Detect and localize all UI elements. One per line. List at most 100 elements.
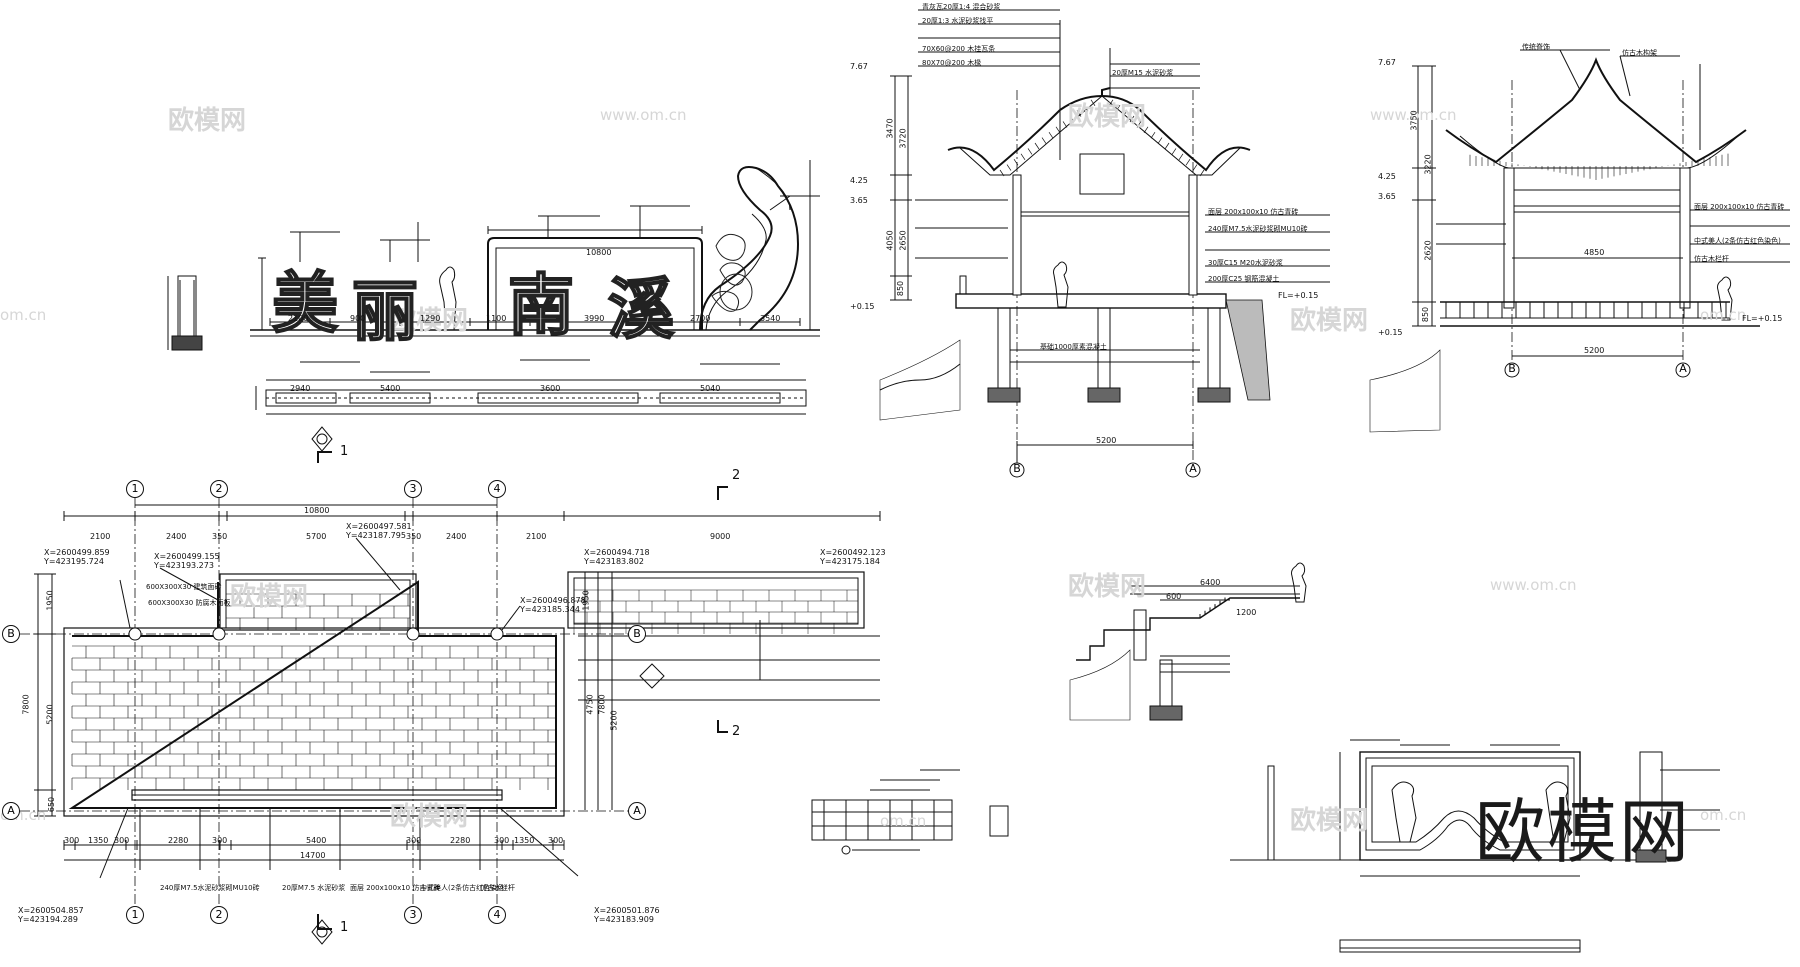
dim-text: 350 bbox=[212, 532, 228, 541]
grid-axis-1: 1 bbox=[126, 480, 144, 498]
annotation: 面层 200x100x10 仿古青砖 bbox=[350, 884, 441, 892]
watermark-url: www.om.cn bbox=[1490, 576, 1577, 594]
watermark-url: www.om.cn bbox=[600, 106, 687, 124]
annotation: 20厚M7.5 水泥砂浆 bbox=[282, 884, 346, 892]
annotation: 30厚C15 M20水泥砂浆 bbox=[1208, 259, 1283, 267]
annotation: 600X300X30 防腐木面板 bbox=[148, 599, 231, 607]
watermark-brand: 欧模网 bbox=[230, 582, 309, 612]
elevation-level: +0.15 bbox=[1378, 328, 1403, 337]
sign-character-1: 美 bbox=[271, 263, 339, 343]
section-mark-label: 2 bbox=[732, 468, 741, 483]
annotation: 青灰瓦20厚1:4 混合砂浆 bbox=[922, 3, 1001, 11]
grid-axis-3: 3 bbox=[404, 480, 422, 498]
dim-text: 2100 bbox=[526, 532, 547, 541]
step-detail bbox=[1069, 562, 1307, 721]
dim-total: 7800 bbox=[21, 694, 31, 715]
grid-axis-b: B bbox=[2, 625, 20, 643]
dim-text: 4750 bbox=[585, 694, 595, 715]
dim-text: 900 bbox=[350, 314, 366, 323]
pavilion-section-left bbox=[879, 9, 1330, 478]
dim-total: 14700 bbox=[300, 851, 326, 860]
grid-axis-a: A bbox=[1189, 462, 1197, 475]
elevation-level: 7.67 bbox=[1378, 58, 1396, 67]
section-mark-label: 1 bbox=[340, 920, 349, 935]
dim-text: 5200 bbox=[1096, 436, 1117, 445]
grid-axis-a: A bbox=[628, 802, 646, 820]
dim-text: 1290 bbox=[420, 314, 441, 323]
grid-axis-b: B bbox=[1508, 362, 1516, 375]
elevation-level: 4.25 bbox=[1378, 172, 1396, 181]
coord-label: X=2600494.718 Y=423183.802 bbox=[584, 548, 650, 566]
annotation: 面层 200x100x10 仿古青砖 bbox=[1208, 208, 1299, 216]
annotation: 200厚C25 钢筋混凝土 bbox=[1208, 275, 1280, 283]
annotation: 中式美人(2条仿古红色染色) bbox=[420, 884, 507, 892]
railing-detail bbox=[811, 769, 1009, 855]
coord-label: X=2600504.857 Y=423194.289 bbox=[18, 906, 84, 924]
dim-text: 2280 bbox=[168, 836, 189, 845]
annotation: 传统脊饰 bbox=[1522, 43, 1550, 51]
watermark-brand: 欧模网 bbox=[1068, 572, 1147, 602]
annotation: 仿古木栏杆 bbox=[1694, 255, 1729, 263]
dim-text: 2650 bbox=[898, 230, 908, 251]
dim-text: 10800 bbox=[586, 248, 612, 257]
dim-text: 5400 bbox=[306, 836, 327, 845]
dim-text: 300 bbox=[406, 836, 422, 845]
dim-text: 300 bbox=[114, 836, 130, 845]
annotation: 240厚M7.5水泥砂浆砌MU10砖 bbox=[160, 884, 260, 892]
grid-axis-3: 3 bbox=[404, 906, 422, 924]
watermark-brand: 欧模网 bbox=[1290, 306, 1369, 336]
dim-text: 3540 bbox=[760, 314, 781, 323]
annotation: 仿古木栏杆 bbox=[480, 884, 515, 892]
annotation: 仿古木构架 bbox=[1622, 49, 1657, 57]
dim-text: 300 bbox=[64, 836, 80, 845]
watermark-url: www.om.cn bbox=[1370, 106, 1457, 124]
sign-character-2: 丽 bbox=[351, 271, 419, 351]
dim-text: 1950 bbox=[45, 590, 55, 611]
section-marks bbox=[311, 426, 728, 945]
annotation: 600X300X30 建筑面砖 bbox=[146, 583, 222, 591]
dim-text: 5700 bbox=[306, 532, 327, 541]
dim-text: 300 bbox=[212, 836, 228, 845]
watermark-url: om.cn bbox=[1700, 806, 1747, 824]
elevation-level: 7.67 bbox=[850, 62, 868, 71]
dim-text: 3990 bbox=[584, 314, 605, 323]
dim-text: 3470 bbox=[885, 118, 895, 139]
dim-text: 4050 bbox=[885, 230, 895, 251]
annotation: 20厚1:3 水泥砂浆找平 bbox=[922, 17, 994, 25]
bench-elevation bbox=[1230, 739, 1720, 953]
dim-text: 1350 bbox=[88, 836, 109, 845]
watermark-brand: 欧模网 bbox=[168, 106, 247, 136]
dim-text: 1350 bbox=[514, 836, 535, 845]
grid-axis-b: B bbox=[628, 625, 646, 643]
annotation: 基础1000厚素混凝土 bbox=[1040, 343, 1107, 351]
dim-text: 3720 bbox=[898, 128, 908, 149]
dim-text: 2700 bbox=[690, 314, 711, 323]
watermark-brand: 欧模网 bbox=[390, 802, 469, 832]
coord-label: X=2600501.876 Y=423183.909 bbox=[594, 906, 660, 924]
sign-elevation bbox=[167, 160, 820, 415]
elevation-level: 3.65 bbox=[1378, 192, 1396, 201]
dim-text: 3220 bbox=[1423, 154, 1433, 175]
fl-label: FL=+0.15 bbox=[1278, 291, 1319, 300]
watermark-url: om.cn bbox=[0, 306, 47, 324]
watermark-brand: 欧模网 bbox=[1290, 806, 1369, 836]
dim-text: 2400 bbox=[166, 532, 187, 541]
pavilion-plan bbox=[20, 498, 881, 905]
dim-text: 6400 bbox=[1200, 578, 1221, 587]
watermark-brand: 欧模网 bbox=[1068, 102, 1147, 132]
grid-axis-4: 4 bbox=[488, 480, 506, 498]
coord-label: X=2600496.878 Y=423185.344 bbox=[520, 596, 586, 614]
dim-text: 3600 bbox=[540, 384, 561, 393]
dim-text: 1100 bbox=[486, 314, 507, 323]
brand-logo-text: 欧模网 bbox=[1475, 791, 1691, 873]
grid-axis-4: 4 bbox=[488, 906, 506, 924]
section-mark-label: 1 bbox=[340, 444, 349, 459]
dim-text: 3750 bbox=[1409, 110, 1419, 131]
dim-text: 5200 bbox=[45, 704, 55, 725]
grid-axis-1: 1 bbox=[126, 906, 144, 924]
dim-text: 5040 bbox=[700, 384, 721, 393]
grid-axis-b: B bbox=[1013, 462, 1021, 475]
dim-text: 2400 bbox=[446, 532, 467, 541]
dim-text: 5400 bbox=[380, 384, 401, 393]
